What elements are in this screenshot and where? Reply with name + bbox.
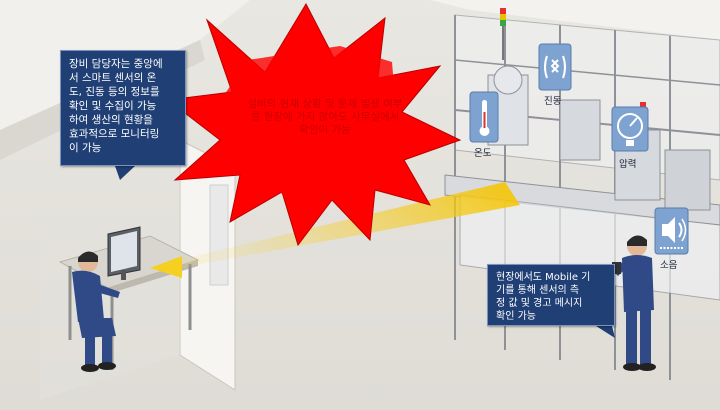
- callout-line: 정 값 및 경고 메시지: [496, 298, 583, 309]
- burst-line: 설비의 현재 상황 및 문제 발생 여부: [247, 98, 403, 110]
- callout-right-tail: [596, 326, 615, 338]
- sensor-label-pressure: 압력: [619, 159, 637, 170]
- field-worker: [612, 235, 656, 371]
- sensor-label-noise: 소음: [660, 260, 678, 271]
- callout-line: 서 스마트 센서의 온: [69, 72, 157, 84]
- callout-mobile-monitoring: 현장에서도 Mobile 기 기를 통해 센서의 측 정 값 및 경고 메시지 …: [487, 264, 615, 326]
- callout-line: 현장에서도 Mobile 기: [496, 272, 591, 283]
- callout-line: 하여 생산의 현황을: [69, 114, 153, 126]
- callout-line: 확인 및 수집이 가능: [69, 100, 157, 112]
- vibration-icon: [538, 43, 572, 91]
- burst-message: 설비의 현재 상황 및 문제 발생 여부 를 현장에 가지 않아도 사무실에서 …: [225, 98, 425, 137]
- callout-line: 기를 통해 센서의 측: [496, 285, 580, 296]
- speaker-icon: [654, 207, 689, 255]
- sensor-label-vibration: 진동: [544, 96, 562, 107]
- callout-line: 장비 담당자는 중앙에: [69, 58, 163, 70]
- beam-arrowhead: [150, 256, 182, 278]
- callout-left-tail: [115, 166, 135, 180]
- burst-line: 확인이 가능: [299, 124, 351, 136]
- thermometer-icon: [469, 91, 499, 143]
- callout-line: 이 가능: [69, 142, 102, 154]
- pressure-gauge-icon: [611, 106, 649, 152]
- callout-line: 도, 진동 등의 정보를: [69, 86, 160, 98]
- office-worker: [72, 251, 120, 372]
- callout-line: 효과적으로 모니터링: [69, 128, 160, 140]
- callout-office-monitoring: 장비 담당자는 중앙에 서 스마트 센서의 온 도, 진동 등의 정보를 확인 …: [60, 50, 186, 166]
- callout-line: 확인 가능: [496, 311, 536, 322]
- sensor-label-temperature: 온도: [474, 148, 492, 159]
- burst-line: 를 현장에 가지 않아도 사무실에서: [250, 111, 400, 123]
- data-beam: [170, 182, 520, 268]
